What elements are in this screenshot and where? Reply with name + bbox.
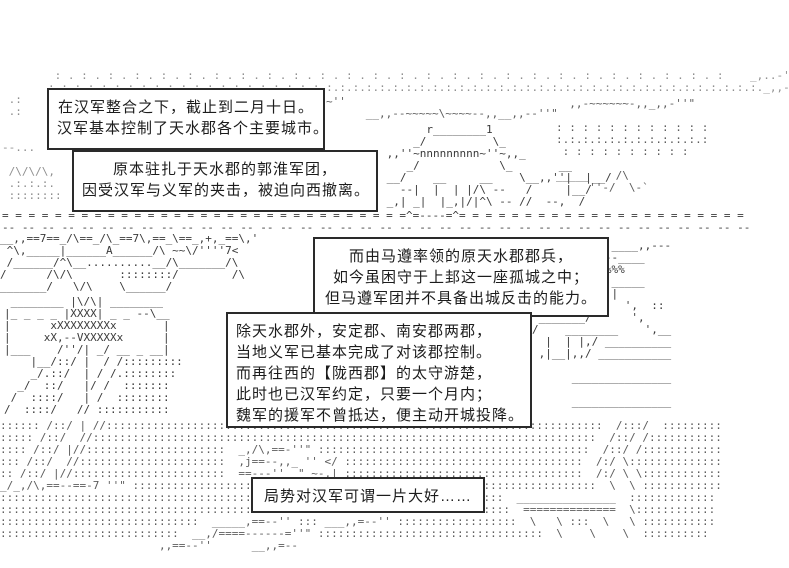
- dialogue-box-3: 而由马遵率领的原天水郡郡兵， 如今虽困守于上邽这一座孤城之中； 但马遵军团并不具…: [313, 237, 609, 317]
- dialogue-box-2: 原本驻扎于天水郡的郭淮军团， 因受汉军与义军的夹击，被迫向西撤离。: [72, 150, 378, 212]
- dialogue-box-4: 除天水郡外，安定郡、南安郡两郡， 当地义军已基本完成了对该郡控制。 而再往西的【…: [226, 312, 532, 428]
- ascii-right-upper-terrain: ,,-~~~~~~-,,_,,-''" : : : : : : : : : : …: [556, 97, 709, 194]
- dialogue-line: 如今虽困守于上邽这一座孤城之中；: [332, 269, 589, 286]
- dialogue-line: 汉军基本控制了天水郡各个主要城市。: [57, 120, 330, 137]
- dialogue-line: 此时也已汉军约定，只要一个月内；: [236, 386, 493, 403]
- dialogue-line: 局势对汉军可谓一片大好……: [263, 488, 472, 505]
- dialogue-box-5: 局势对汉军可谓一片大好……: [251, 477, 485, 513]
- dialogue-line: 当地义军已基本完成了对该郡控制。: [236, 344, 493, 361]
- ascii-mountain-ridge: __,,==7==_/\==_/\_==7\,==_\==_,+,_==\,' …: [0, 232, 259, 293]
- dialogue-box-1: 在汉军整合之下，截止到二月十日。 汉军基本控制了天水郡各个主要城市。: [47, 88, 330, 150]
- ascii-dashed-ground-line: = = = = = = = = = = = = = = = = = = = = …: [2, 209, 751, 234]
- dialogue-line: 而由马遵率领的原天水郡郡兵，: [348, 248, 573, 265]
- ascii-city-wall: r________1 _/ \_ ,,''~nnnnnnnnn~''~,,_ _…: [386, 123, 612, 208]
- dialogue-line: 除天水郡外，安定郡、南安郡两郡，: [236, 323, 493, 340]
- dialogue-line: 而再往西的【陇西郡】的太守游楚，: [236, 365, 493, 382]
- dialogue-line: 但马遵军团并不具备出城反击的能力。: [324, 290, 597, 307]
- dialogue-line: 原本驻扎于天水郡的郭淮军团，: [112, 161, 337, 178]
- dialogue-line: 魏军的援军不曾抵达，便主动开城投降。: [236, 407, 525, 424]
- ascii-wave-band: ~'' __,,--~~~~~\~~~~--,,__,,--''": [326, 95, 558, 120]
- ascii-forest-trees: ________ |\/\| ________ |_ _ _ _ |XXXX| …: [4, 295, 183, 416]
- dialogue-line: 在汉军整合之下，截止到二月十日。: [57, 99, 314, 116]
- dialogue-line: 因受汉军与义军的夹击，被迫向西撤离。: [82, 182, 371, 199]
